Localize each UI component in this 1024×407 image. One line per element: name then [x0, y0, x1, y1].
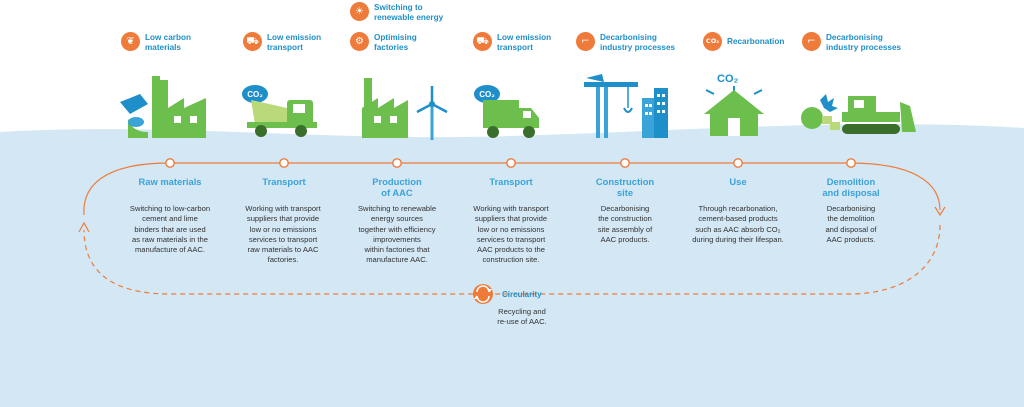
stage-desc-transport-2: Working with transport suppliers that pr… — [473, 204, 549, 265]
stage-desc-use: Through recarbonation, cement-based prod… — [692, 204, 784, 244]
stage-desc-production: Switching to renewable energy sources to… — [357, 204, 437, 265]
co2-mixer-truck-icon: CO₂ — [242, 85, 317, 137]
stage-marker — [279, 158, 289, 168]
tag-optimising-factories: ⚙ Optimising factories — [350, 32, 417, 52]
house-co2-icon: CO₂ — [704, 73, 764, 136]
construction-crane-icon — [584, 74, 668, 138]
stage-title-demolition: Demolition and disposal — [822, 176, 880, 198]
co2-delivery-truck-icon: CO₂ — [474, 85, 539, 138]
raw-materials-factory-icon — [120, 76, 206, 138]
leaf-icon: ❦ — [121, 32, 140, 51]
co2-label: CO₂ — [247, 90, 263, 99]
stage-marker — [506, 158, 516, 168]
demolition-bulldozer-icon — [801, 94, 916, 134]
crane-icon: ⌐ — [576, 32, 595, 51]
stage-title-use: Use — [729, 176, 747, 187]
truck-icon: ⛟ — [473, 32, 492, 51]
stage-title-raw-materials: Raw materials — [138, 176, 202, 187]
co2-icon: CO₂ — [703, 32, 722, 51]
crane-icon: ⌐ — [802, 32, 821, 51]
stage-desc-demolition: Decarbonising the demolition and disposa… — [825, 204, 877, 244]
return-arrow-head — [78, 221, 90, 233]
stage-desc-construction-site: Decarbonising the construction site asse… — [597, 204, 653, 244]
flow-line-return — [83, 224, 941, 295]
stage-marker — [620, 158, 630, 168]
tag-low-emission-transport-1: ⛟ Low emission transport — [243, 32, 321, 52]
stage-title-transport-1: Transport — [262, 176, 306, 187]
stage-desc-raw-materials: Switching to low-carbon cement and lime … — [129, 204, 211, 255]
tag-renewable-energy: ☀ Switching to renewable energy — [350, 2, 443, 22]
flow-curve-left — [83, 162, 171, 216]
stage-marker — [392, 158, 402, 168]
stage-marker — [733, 158, 743, 168]
recycle-icon — [473, 284, 493, 304]
tag-recarbonation: CO₂ Recarbonation — [703, 32, 784, 51]
tag-decarbonising-industry-2: ⌐ Decarbonising industry processes — [802, 32, 901, 52]
flow-curve-right — [849, 162, 941, 211]
factory-wind-turbine-icon — [362, 78, 448, 140]
gear-icon: ⚙ — [350, 32, 369, 51]
circularity-label: Circularity — [502, 290, 542, 299]
tag-low-carbon-materials: ❦ Low carbon materials — [121, 32, 191, 52]
stage-title-construction-site: Construction site — [595, 176, 655, 198]
circularity-desc: Recycling and re-use of AAC. — [497, 307, 547, 327]
solar-panel-icon: ☀ — [350, 2, 369, 21]
co2-label: CO₂ — [717, 73, 739, 85]
co2-label: CO₂ — [479, 90, 495, 99]
truck-icon: ⛟ — [243, 32, 262, 51]
flow-arrow-head — [934, 206, 946, 217]
stage-desc-transport-1: Working with transport suppliers that pr… — [245, 204, 321, 265]
tag-low-emission-transport-2: ⛟ Low emission transport — [473, 32, 551, 52]
tag-decarbonising-industry-1: ⌐ Decarbonising industry processes — [576, 32, 675, 52]
stage-title-production: Production of AAC — [372, 176, 422, 198]
stage-marker — [846, 158, 856, 168]
stage-marker — [165, 158, 175, 168]
stage-title-transport-2: Transport — [489, 176, 533, 187]
